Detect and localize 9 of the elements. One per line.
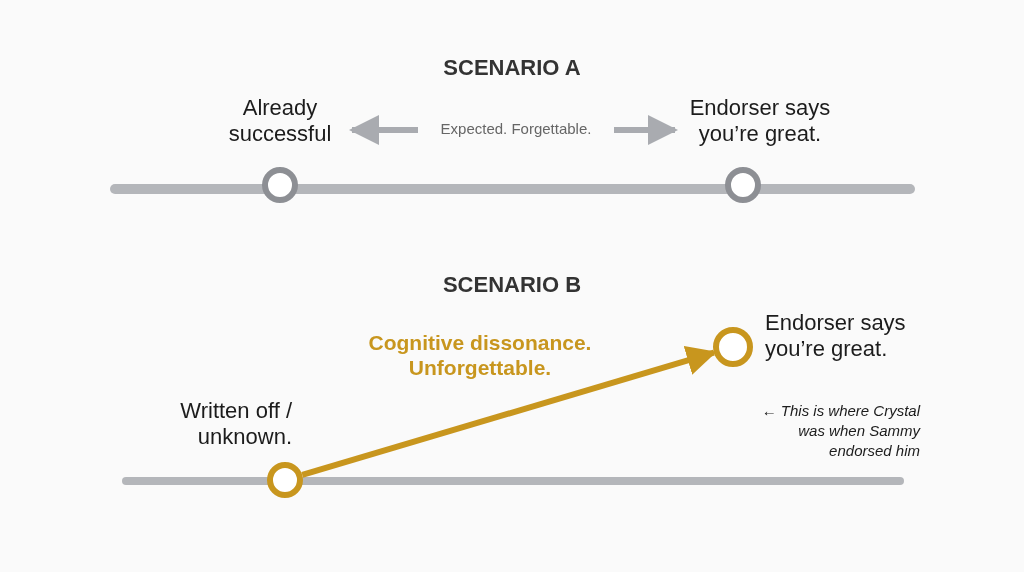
- node-label: Endorser says you’re great.: [765, 310, 907, 362]
- node-label: Endorser says you’re great.: [688, 95, 832, 147]
- scenario-heading: SCENARIO A: [442, 55, 582, 81]
- arrow: [301, 346, 717, 478]
- annotation-note: ← This is where Crystal was when Sammy endorsed him: [760, 401, 920, 461]
- node-label: Already successful: [227, 95, 333, 147]
- node-label: Written off / unknown.: [179, 398, 292, 450]
- edge-label: Cognitive dissonance. Unforgettable.: [367, 330, 593, 380]
- scenario-heading: SCENARIO B: [441, 272, 583, 298]
